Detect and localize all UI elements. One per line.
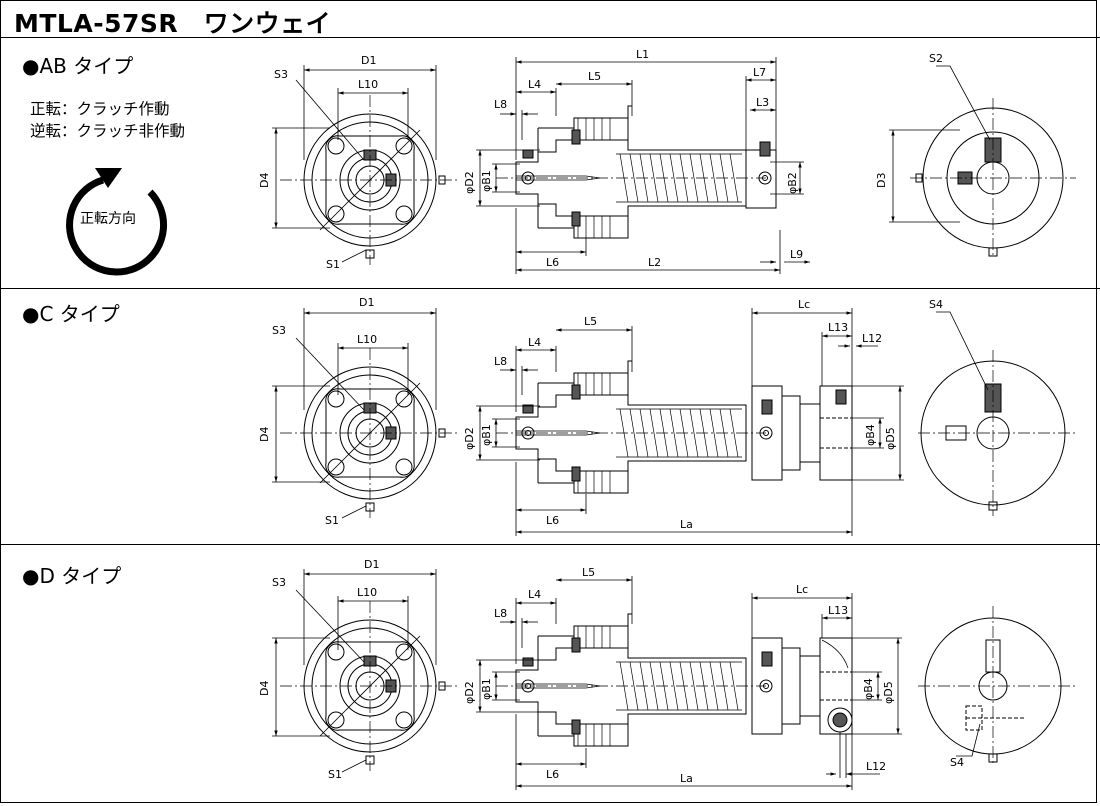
- c-s3-label: S3: [272, 324, 286, 337]
- c-b4-label: φB4: [864, 424, 877, 446]
- ab-d3-label: D3: [875, 173, 888, 188]
- d-l12-label: L12: [866, 760, 886, 773]
- d-d2-label: φD2: [463, 681, 476, 704]
- d-l5-label: L5: [582, 566, 595, 579]
- c-l6-label: L6: [546, 514, 559, 527]
- d-b4-label: φB4: [862, 678, 875, 700]
- c-l5-label: L5: [584, 315, 597, 328]
- c-l10-label: L10: [357, 333, 377, 346]
- c-d5-label: φD5: [884, 427, 897, 450]
- c-l8-label: L8: [494, 355, 507, 368]
- ab-l5-label: L5: [588, 70, 601, 83]
- ab-s2-label: S2: [929, 52, 943, 65]
- ab-s3-label: S3: [274, 68, 288, 81]
- ab-l4-label: L4: [528, 78, 541, 91]
- ab-d2-label: φD2: [463, 171, 476, 194]
- c-l13-label: L13: [828, 321, 848, 334]
- d-b1-label: φB1: [480, 678, 493, 700]
- ab-l9-label: L9: [790, 248, 803, 261]
- d-l10-label: L10: [357, 586, 377, 599]
- d-l6-label: L6: [546, 768, 559, 781]
- d-front-view: [272, 569, 461, 773]
- reverse-note: 逆転：クラッチ非作動: [30, 122, 186, 140]
- ab-l3-label: L3: [756, 96, 769, 109]
- ab-front-view: [272, 65, 461, 266]
- ab-l10-label: L10: [358, 78, 378, 91]
- d-la-label: La: [680, 772, 693, 785]
- title-divider: [0, 37, 1100, 38]
- d-s1-label: S1: [328, 768, 342, 781]
- c-end-view: [918, 311, 1076, 516]
- forward-note: 正転：クラッチ作動: [30, 100, 170, 118]
- page-title: MTLA-57SR ワンウェイ: [14, 9, 332, 38]
- c-d1-label: D1: [359, 296, 374, 309]
- rotation-direction-label: 正転方向: [80, 211, 136, 227]
- c-side-view: [476, 308, 904, 536]
- ab-b1-label: φB1: [480, 170, 493, 192]
- d-d1-label: D1: [364, 558, 379, 571]
- d-l4-label: L4: [528, 588, 541, 601]
- c-l12-label: L12: [862, 332, 882, 345]
- c-s4-label: S4: [929, 298, 943, 311]
- ab-l1-label: L1: [636, 48, 649, 61]
- section-heading-c: ●C タイプ: [22, 302, 120, 326]
- section-divider-1: [0, 288, 1100, 289]
- ab-l6-label: L6: [546, 256, 559, 269]
- section-divider-2: [0, 544, 1100, 545]
- c-d4-label: D4: [258, 427, 271, 442]
- d-s4-label: S4: [950, 756, 964, 769]
- c-la-label: La: [680, 518, 693, 531]
- d-side-view: [476, 576, 902, 790]
- c-lc-label: Lc: [798, 298, 810, 311]
- ab-d1-label: D1: [361, 54, 376, 67]
- section-heading-ab: ●AB タイプ: [22, 54, 134, 78]
- ab-b2-label: φB2: [786, 172, 799, 194]
- d-l13-label: L13: [828, 604, 848, 617]
- d-l8-label: L8: [494, 607, 507, 620]
- d-d4-label: D4: [258, 681, 271, 696]
- d-lc-label: Lc: [796, 583, 808, 596]
- d-s3-label: S3: [272, 576, 286, 589]
- ab-s1-label: S1: [326, 258, 340, 271]
- ab-l2-label: L2: [648, 256, 661, 269]
- ab-end-view: [889, 65, 1076, 258]
- ab-d4-label: D4: [258, 173, 271, 188]
- c-l4-label: L4: [528, 336, 541, 349]
- section-heading-d: ●D タイプ: [22, 564, 122, 588]
- ab-l7-label: L7: [753, 66, 766, 79]
- c-s1-label: S1: [325, 514, 339, 527]
- ab-l8-label: L8: [494, 98, 507, 111]
- d-d5-label: φD5: [882, 681, 895, 704]
- c-b1-label: φB1: [480, 424, 493, 446]
- d-end-view: [918, 606, 1076, 764]
- ab-side-view: [476, 57, 810, 274]
- c-front-view: [272, 308, 461, 519]
- c-d2-label: φD2: [463, 427, 476, 450]
- rotation-arrow-icon: [66, 168, 167, 276]
